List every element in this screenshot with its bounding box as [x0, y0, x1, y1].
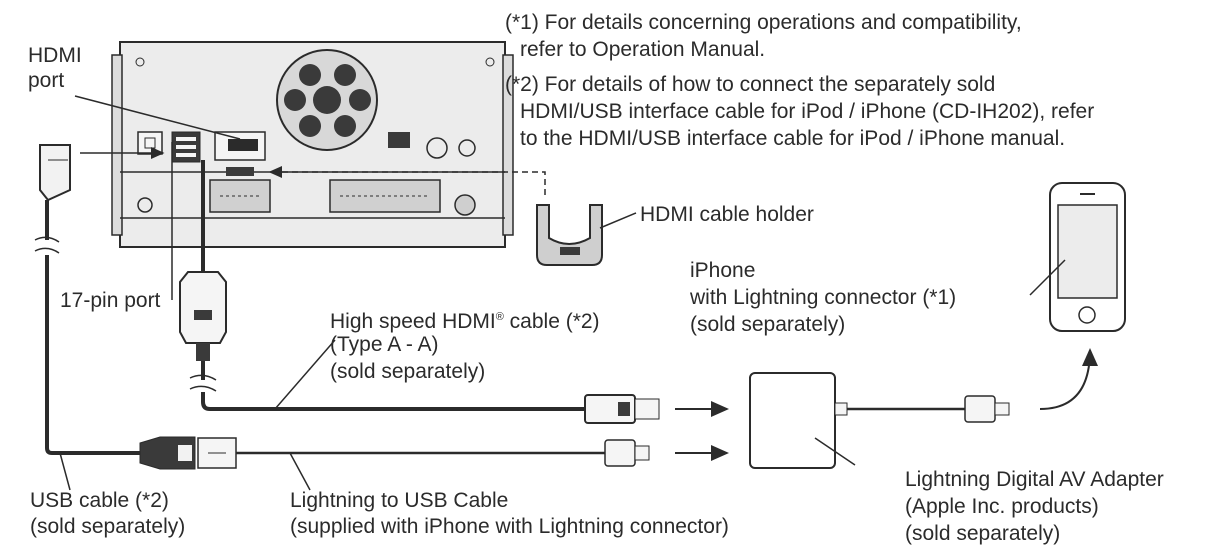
17-pin-port-label: 17-pin port: [60, 289, 161, 312]
hdmi-plug-vertical: [179, 271, 227, 361]
hdmi-cable-holder: [536, 204, 603, 266]
hdmi-cable-label-line-2: (Type A - A): [330, 333, 439, 356]
hdmi-port-label-line-1: HDMI: [28, 44, 82, 67]
usb-17pin-plug: [39, 144, 71, 202]
hdmi-plug-horizontal: [584, 394, 660, 424]
adapter-to-iphone-arrow: [1039, 348, 1098, 410]
adapter-label-line-1: Lightning Digital AV Adapter: [905, 468, 1164, 491]
note-2-line-2: HDMI/USB interface cable for iPod / iPho…: [520, 100, 1095, 123]
cooling-fan: [276, 49, 378, 151]
note-1-line-2: refer to Operation Manual.: [520, 38, 766, 61]
usb-cable-label-line-2: (sold separately): [30, 515, 186, 538]
hdmi-port-label-line-2: port: [28, 69, 65, 92]
lightning-usb-plug: [197, 437, 237, 469]
lightning-plug-bottom: [604, 439, 650, 467]
iphone: [1049, 182, 1126, 332]
lightning-usb-label-line-2: (supplied with iPhone with Lightning con…: [290, 515, 729, 538]
lightning-digital-av-adapter: [749, 372, 1010, 469]
hdmi-cable: [189, 361, 585, 411]
hdmi-cable-label-line-3: (sold separately): [330, 360, 486, 383]
holder-dashed-arrow: [268, 166, 546, 195]
hdmi-cable-holder-label: HDMI cable holder: [640, 203, 814, 226]
usb-cable: [34, 200, 140, 455]
usb-receptacle: [139, 436, 196, 470]
hdmi-port-leader: [74, 95, 241, 140]
note-1-line-1: (*1) For details concerning operations a…: [505, 11, 1022, 34]
adapter-label-line-2: (Apple Inc. products): [905, 495, 1099, 518]
iphone-label-line-2: with Lightning connector (*1): [690, 286, 957, 309]
lightning-usb-label-line-1: Lightning to USB Cable: [290, 489, 509, 512]
note-2-line-3: to the HDMI/USB interface cable for iPod…: [520, 127, 1066, 150]
iphone-label-line-3: (sold separately): [690, 313, 846, 336]
hdmi-cable-label-line-1: High speed HDMI® cable (*2): [330, 310, 600, 333]
usb-cable-label-line-1: USB cable (*2): [30, 489, 169, 512]
head-unit-rear-panel: [111, 41, 514, 248]
adapter-label-line-3: (sold separately): [905, 522, 1061, 545]
note-2-line-1: (*2) For details of how to connect the s…: [505, 73, 996, 96]
iphone-label-line-1: iPhone: [690, 259, 756, 282]
